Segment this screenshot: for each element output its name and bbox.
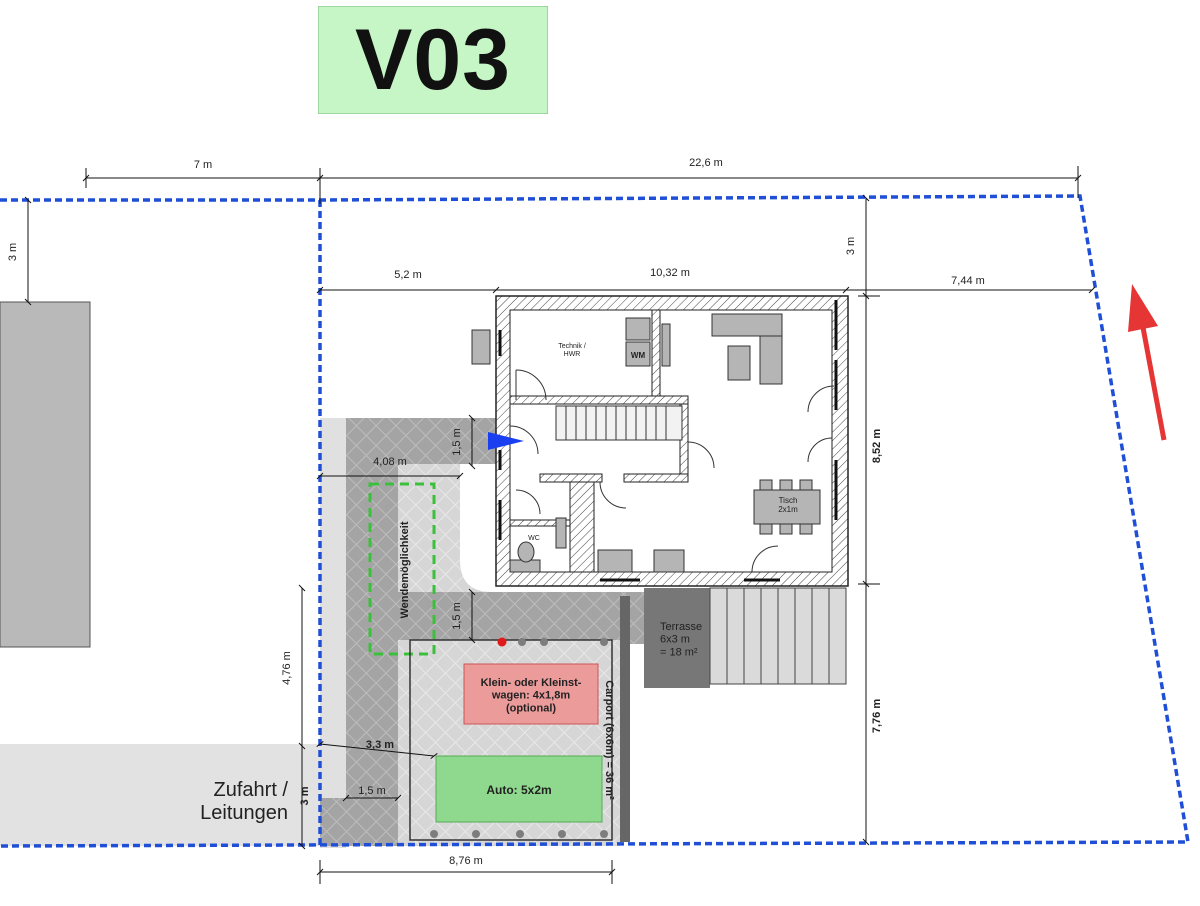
front-path [398, 592, 644, 644]
dim-3-3m: 3,3 m [366, 739, 394, 751]
title-box: V03 [318, 6, 548, 114]
small-car-area [463, 663, 599, 725]
access-label: Zufahrt /Leitungen [200, 779, 288, 824]
dimension-lines [24, 166, 1096, 884]
dim-7-76m: 7,76 m [871, 699, 883, 733]
dim-4-76m: 4,76 m [281, 651, 293, 685]
dim-3m-right: 3 m [845, 237, 857, 255]
entry-arrow-icon [488, 432, 524, 450]
windows [498, 300, 838, 582]
stairs [555, 405, 683, 441]
page-title: V03 [354, 11, 512, 108]
furniture [471, 313, 821, 573]
turning-outline [368, 482, 436, 656]
dim-path-1-5m: 1,5 m [451, 602, 463, 630]
dim-22-6m: 22,6 m [689, 157, 723, 169]
driveway-stub [320, 798, 398, 846]
dim-stub-1-5m: 1,5 m [358, 785, 386, 797]
dim-4-08m: 4,08 m [373, 456, 407, 468]
connection-point [497, 637, 507, 647]
dim-5-2m: 5,2 m [394, 269, 422, 281]
car-area [435, 755, 603, 823]
carport-wall [620, 596, 630, 842]
dim-access-3m: 3 m [299, 786, 311, 805]
dim-7-44m: 7,44 m [951, 275, 985, 287]
driveway [346, 418, 398, 846]
room-technik-label: Technik /HWR [558, 343, 586, 358]
turning-label: Wendemöglichkeit [399, 521, 411, 618]
dim-8-76m: 8,76 m [449, 855, 483, 867]
driveway-light-strip [320, 418, 346, 848]
house [471, 295, 849, 587]
property-boundary [0, 194, 1191, 848]
doors [509, 369, 835, 573]
dim-7m: 7 m [194, 159, 212, 171]
carport-frame [409, 639, 613, 841]
carport-label: Carport (6x6m) = 36 m² [603, 680, 615, 800]
dim-10-32m: 10,32 m [650, 267, 690, 279]
wm-label: WM [631, 351, 646, 360]
car-label: Auto: 5x2m [486, 783, 551, 797]
neighbour-building [0, 301, 91, 648]
access-road [0, 744, 320, 846]
entry-path [398, 418, 498, 464]
dimension-labels: 7 m 22,6 m 3 m 3 m 5,2 m 10,32 m 7,44 m … [7, 157, 985, 867]
room-wc-label: WC [528, 535, 540, 542]
carport-posts [430, 638, 608, 838]
north-arrow-icon [1128, 284, 1167, 441]
dim-8-52m: 8,52 m [871, 429, 883, 463]
terrace [644, 588, 710, 688]
small-car-label: Klein- oder Kleinst-wagen: 4x1,8m(option… [481, 677, 582, 714]
dim-3m-left: 3 m [7, 243, 19, 261]
terrace-deck [709, 587, 847, 685]
dim-entry-1-5m: 1,5 m [451, 428, 463, 456]
